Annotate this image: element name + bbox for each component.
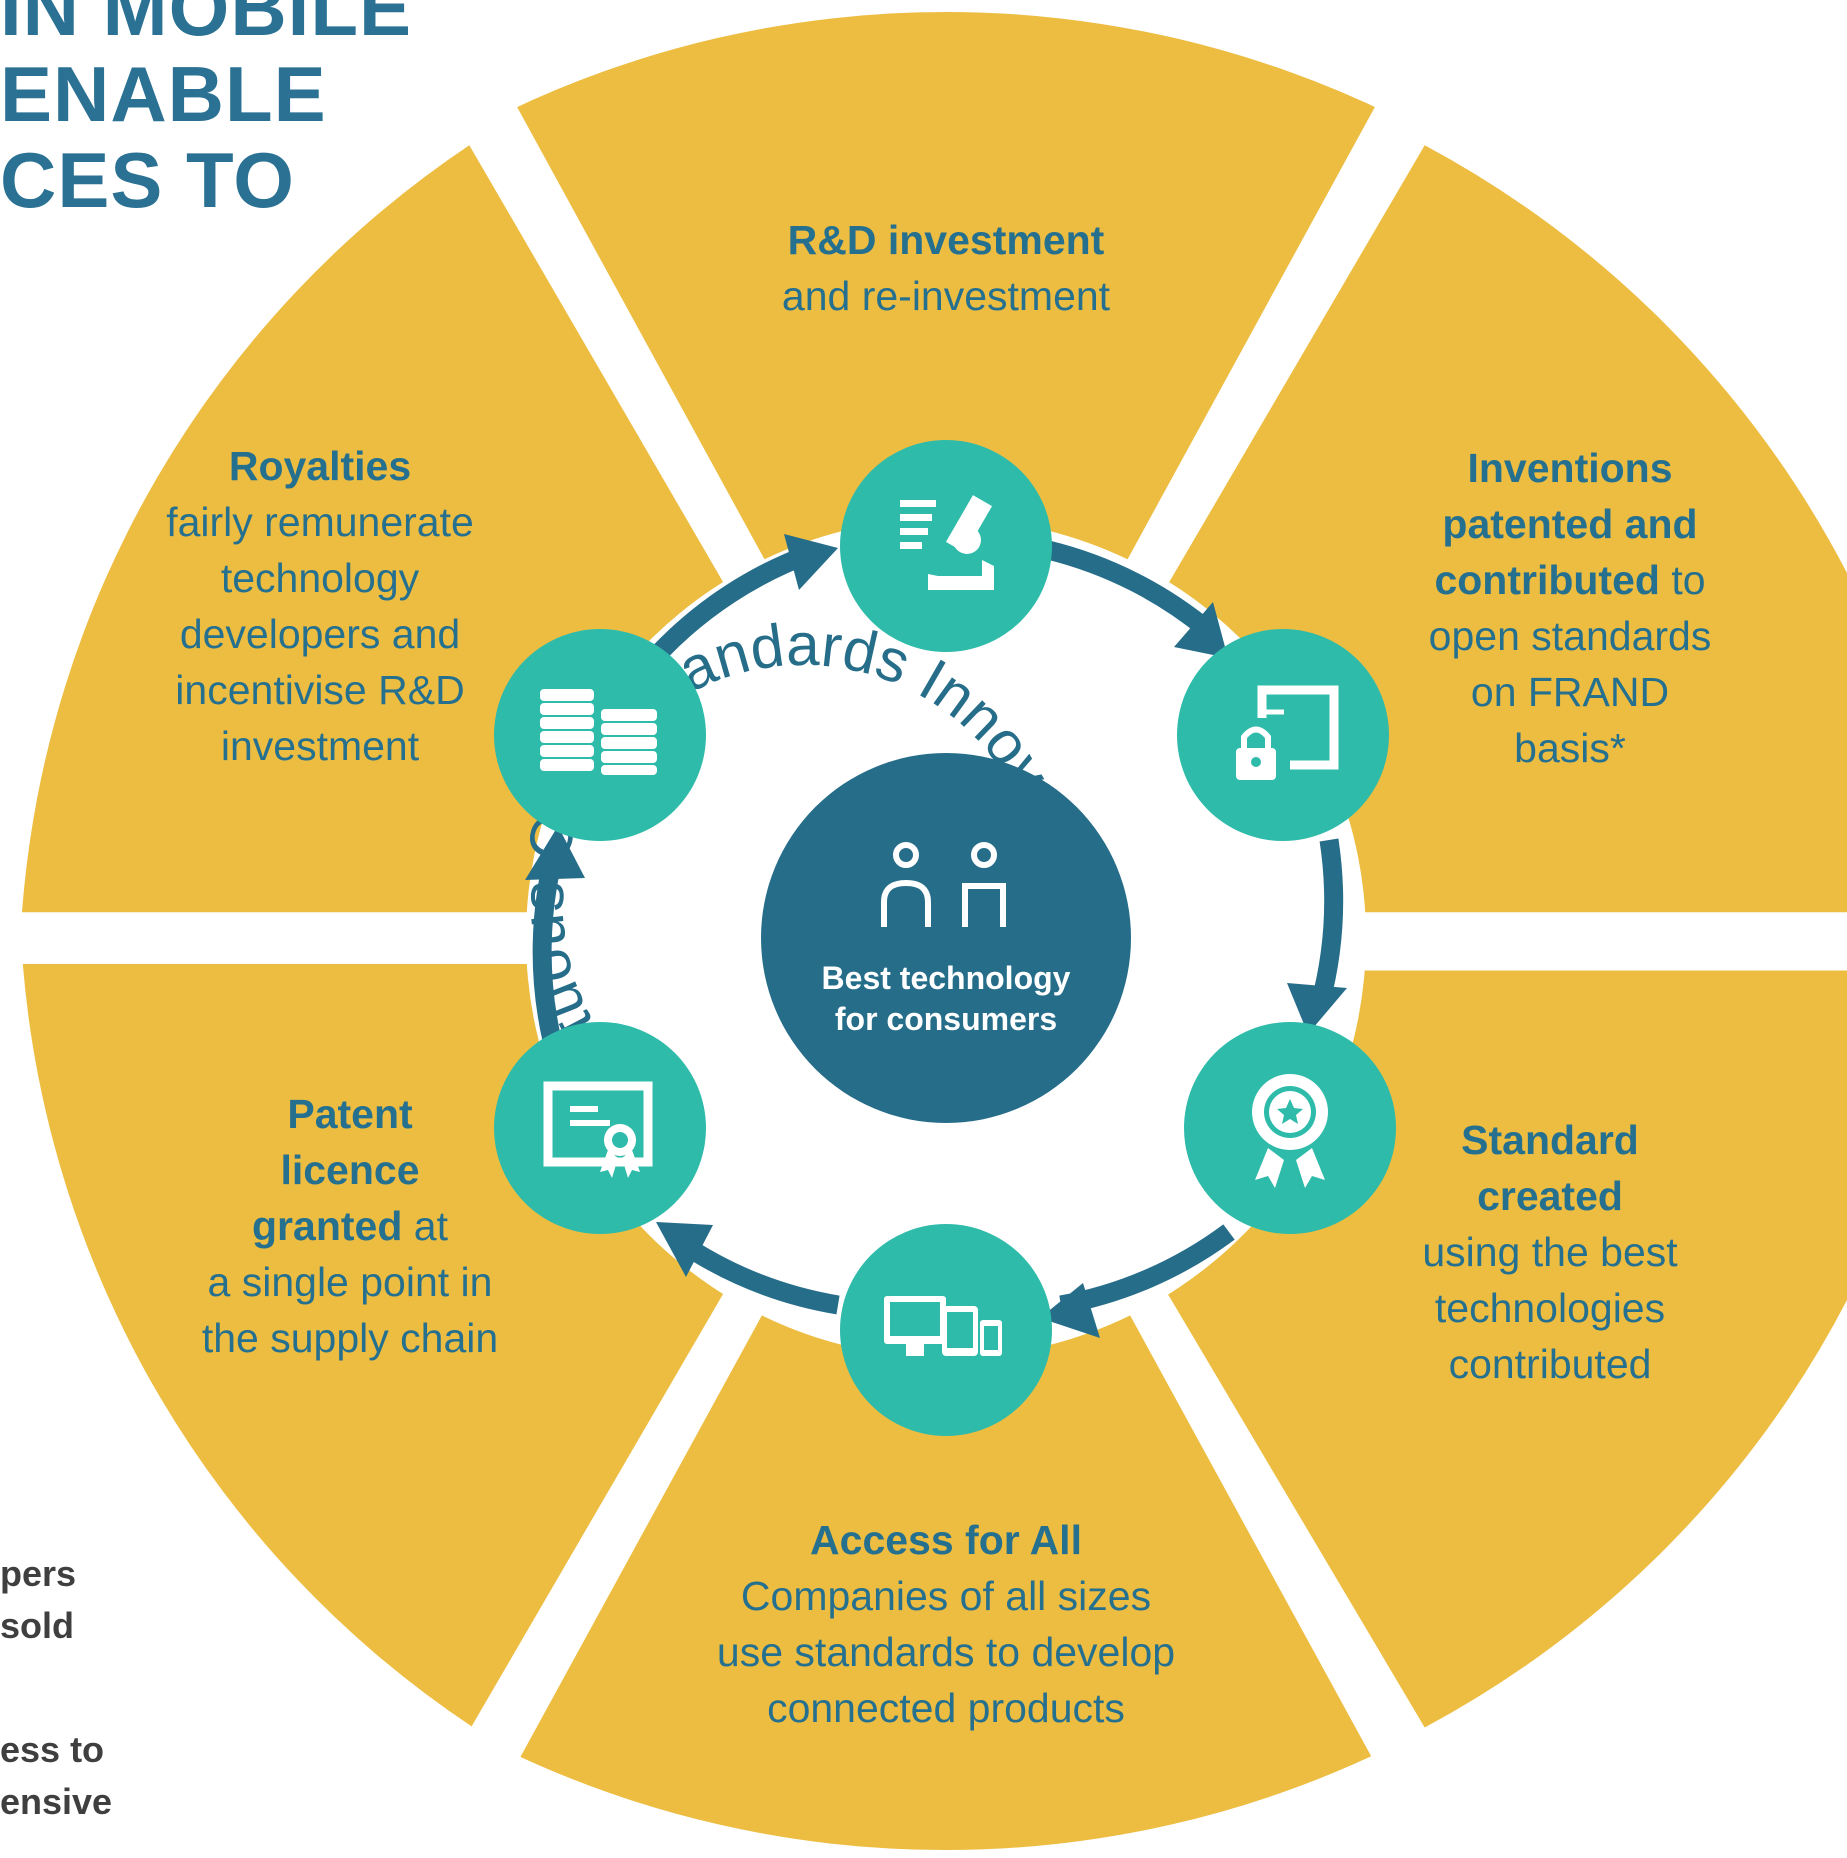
inventions-desc-3: to — [1659, 557, 1706, 603]
rd-title: R&D investment — [787, 217, 1105, 263]
inventions-title-2: patented and — [1442, 501, 1698, 547]
node-access — [840, 1224, 1052, 1436]
royalties-desc-1: fairly remunerate — [166, 499, 474, 545]
royalties-title: Royalties — [228, 443, 412, 489]
headline-line-3: CES TO — [0, 136, 295, 224]
inventions-title-1: Inventions — [1467, 445, 1673, 491]
licence-title-1: Patent — [287, 1091, 413, 1137]
center-line-1: Best technology — [821, 960, 1071, 996]
node-licence — [494, 1022, 706, 1234]
standard-desc-1: using the best — [1422, 1229, 1678, 1275]
licence-desc-5: the supply chain — [201, 1315, 499, 1361]
center-circle — [761, 753, 1131, 1123]
arrowhead-1 — [1174, 602, 1228, 658]
arrowhead-3 — [1040, 1283, 1100, 1338]
standard-title-2: created — [1477, 1173, 1623, 1219]
royalties-desc-3: developers and — [179, 611, 461, 657]
people-icon — [881, 842, 1006, 927]
inventions-desc-5: on FRAND — [1470, 669, 1670, 715]
standard-desc-3: contributed — [1448, 1341, 1652, 1387]
royalties-desc-5: investment — [220, 723, 420, 769]
coins-icon — [538, 687, 659, 777]
side-note-1-line-1: pers — [0, 1553, 77, 1594]
microscope-icon — [900, 495, 994, 590]
access-title: Access for All — [810, 1517, 1082, 1563]
arrowhead-2 — [1287, 983, 1347, 1034]
patent-lock-icon — [1236, 685, 1339, 780]
side-note-2-line-1: ess to — [0, 1729, 105, 1770]
certificate-icon — [543, 1081, 653, 1178]
side-note-2-line-2: ensive — [0, 1781, 113, 1822]
arrowheads — [525, 534, 1347, 1338]
segment-inventions-text: Inventions patented and contributed to o… — [1380, 440, 1760, 776]
center-label: Best technology for consumers — [796, 958, 1096, 1040]
arrowhead-4 — [656, 1222, 713, 1277]
devices-icon — [884, 1296, 1002, 1356]
headline-line-1: IN MOBILE — [0, 0, 412, 52]
access-desc-1: Companies of all sizes — [740, 1573, 1152, 1619]
segment-royalties-text: Royalties fairly remunerate technology d… — [130, 438, 510, 774]
inventions-title-3: contributed — [1434, 557, 1660, 603]
center-line-2: for consumers — [834, 1001, 1058, 1037]
licence-title-3: granted — [252, 1203, 403, 1249]
award-ribbon-icon — [1252, 1074, 1328, 1188]
standard-desc-2: technologies — [1434, 1285, 1666, 1331]
licence-desc-3: at — [402, 1203, 448, 1249]
segment-licence-text: Patent licence granted at a single point… — [160, 1086, 540, 1366]
standard-title-1: Standard — [1461, 1117, 1639, 1163]
arrowhead-6 — [784, 534, 838, 590]
segment-access-text: Access for All Companies of all sizes us… — [646, 1512, 1246, 1736]
inventions-desc-6: basis* — [1514, 725, 1626, 771]
arrowhead-5 — [525, 826, 585, 880]
node-standard — [1184, 1022, 1396, 1234]
access-desc-3: connected products — [767, 1685, 1125, 1731]
headline-line-2: ENABLE — [0, 50, 327, 138]
node-inventions — [1177, 629, 1389, 841]
access-desc-2: use standards to develop — [716, 1629, 1176, 1675]
licence-title-2: licence — [280, 1147, 420, 1193]
segment-rd-text: R&D investment and re-investment — [696, 212, 1196, 324]
rd-desc: and re-investment — [781, 273, 1111, 319]
side-note-1-line-2: sold — [0, 1605, 75, 1646]
royalties-desc-2: technology — [220, 555, 420, 601]
licence-desc-4: a single point in — [207, 1259, 493, 1305]
inventions-desc-4: open standards — [1428, 613, 1712, 659]
node-royalties — [494, 629, 706, 841]
segment-standard-text: Standard created using the best technolo… — [1370, 1112, 1730, 1392]
node-rd — [840, 440, 1052, 652]
royalties-desc-4: incentivise R&D — [175, 667, 465, 713]
